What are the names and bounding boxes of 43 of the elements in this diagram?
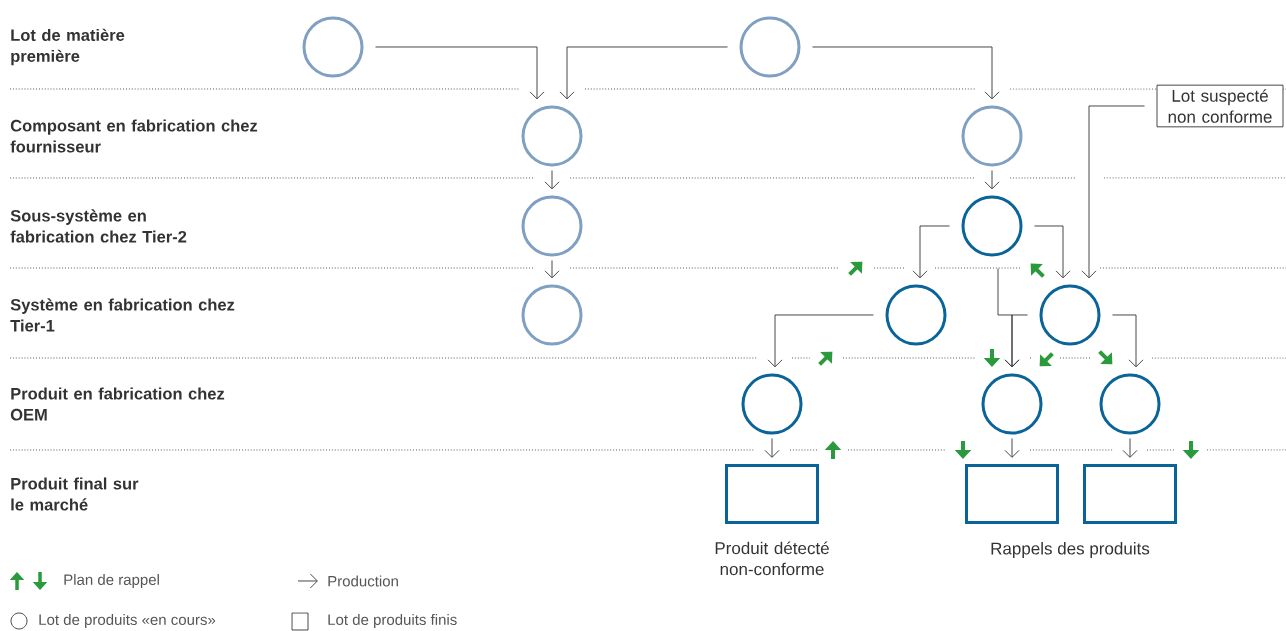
arrow <box>912 225 950 279</box>
lot-circle <box>885 284 947 346</box>
lot-circle <box>521 195 583 257</box>
row-label: Produit final sur le marché <box>11 477 139 511</box>
arrow <box>764 438 780 458</box>
lot-circle <box>961 195 1023 257</box>
arrow <box>767 314 874 368</box>
lot-box <box>965 464 1059 524</box>
arrow <box>1081 105 1145 279</box>
legend-text: Lot de produits «en cours» <box>39 614 216 628</box>
lot-circle <box>521 284 583 346</box>
legend-text: Lot de produits finis <box>328 614 457 628</box>
lot-circle <box>1039 284 1101 346</box>
lot-circle <box>521 105 583 167</box>
lot-circle <box>961 105 1023 167</box>
arrow <box>375 46 545 100</box>
row-label: Produit en fabrication chez OEM <box>10 387 225 421</box>
arrow <box>1004 438 1020 458</box>
row-label: Lot de matière première <box>11 28 125 66</box>
arrow <box>559 46 728 100</box>
row-label: Système en fabrication chez Tier-1 <box>10 298 235 332</box>
arrow <box>984 170 1000 190</box>
legend-text: Production <box>328 575 398 587</box>
lot-circle <box>741 373 803 435</box>
lot-circle <box>1099 373 1161 435</box>
lot-circle <box>739 16 801 78</box>
arrow <box>1034 225 1071 279</box>
arrow <box>812 46 1000 100</box>
legend-text: Plan de rappel <box>64 574 159 588</box>
lot-box <box>1083 464 1177 524</box>
lot-circle <box>302 16 364 78</box>
arrow <box>1112 314 1144 368</box>
lot-box <box>725 464 819 524</box>
arrow <box>1122 438 1138 458</box>
row-label: Sous-système en fabrication chez Tier-2 <box>10 209 187 243</box>
arrow <box>544 260 560 279</box>
lot-circle <box>981 373 1043 435</box>
callout-box: Lot suspecté non conforme <box>1156 84 1284 128</box>
caption-text: Produit détecté non-conforme <box>715 541 829 576</box>
caption-text: Rappels des produits <box>991 542 1150 558</box>
arrow <box>1004 314 1028 368</box>
arrow <box>544 170 560 190</box>
row-label: Composant en fabrication chez fournisseur <box>10 119 258 153</box>
